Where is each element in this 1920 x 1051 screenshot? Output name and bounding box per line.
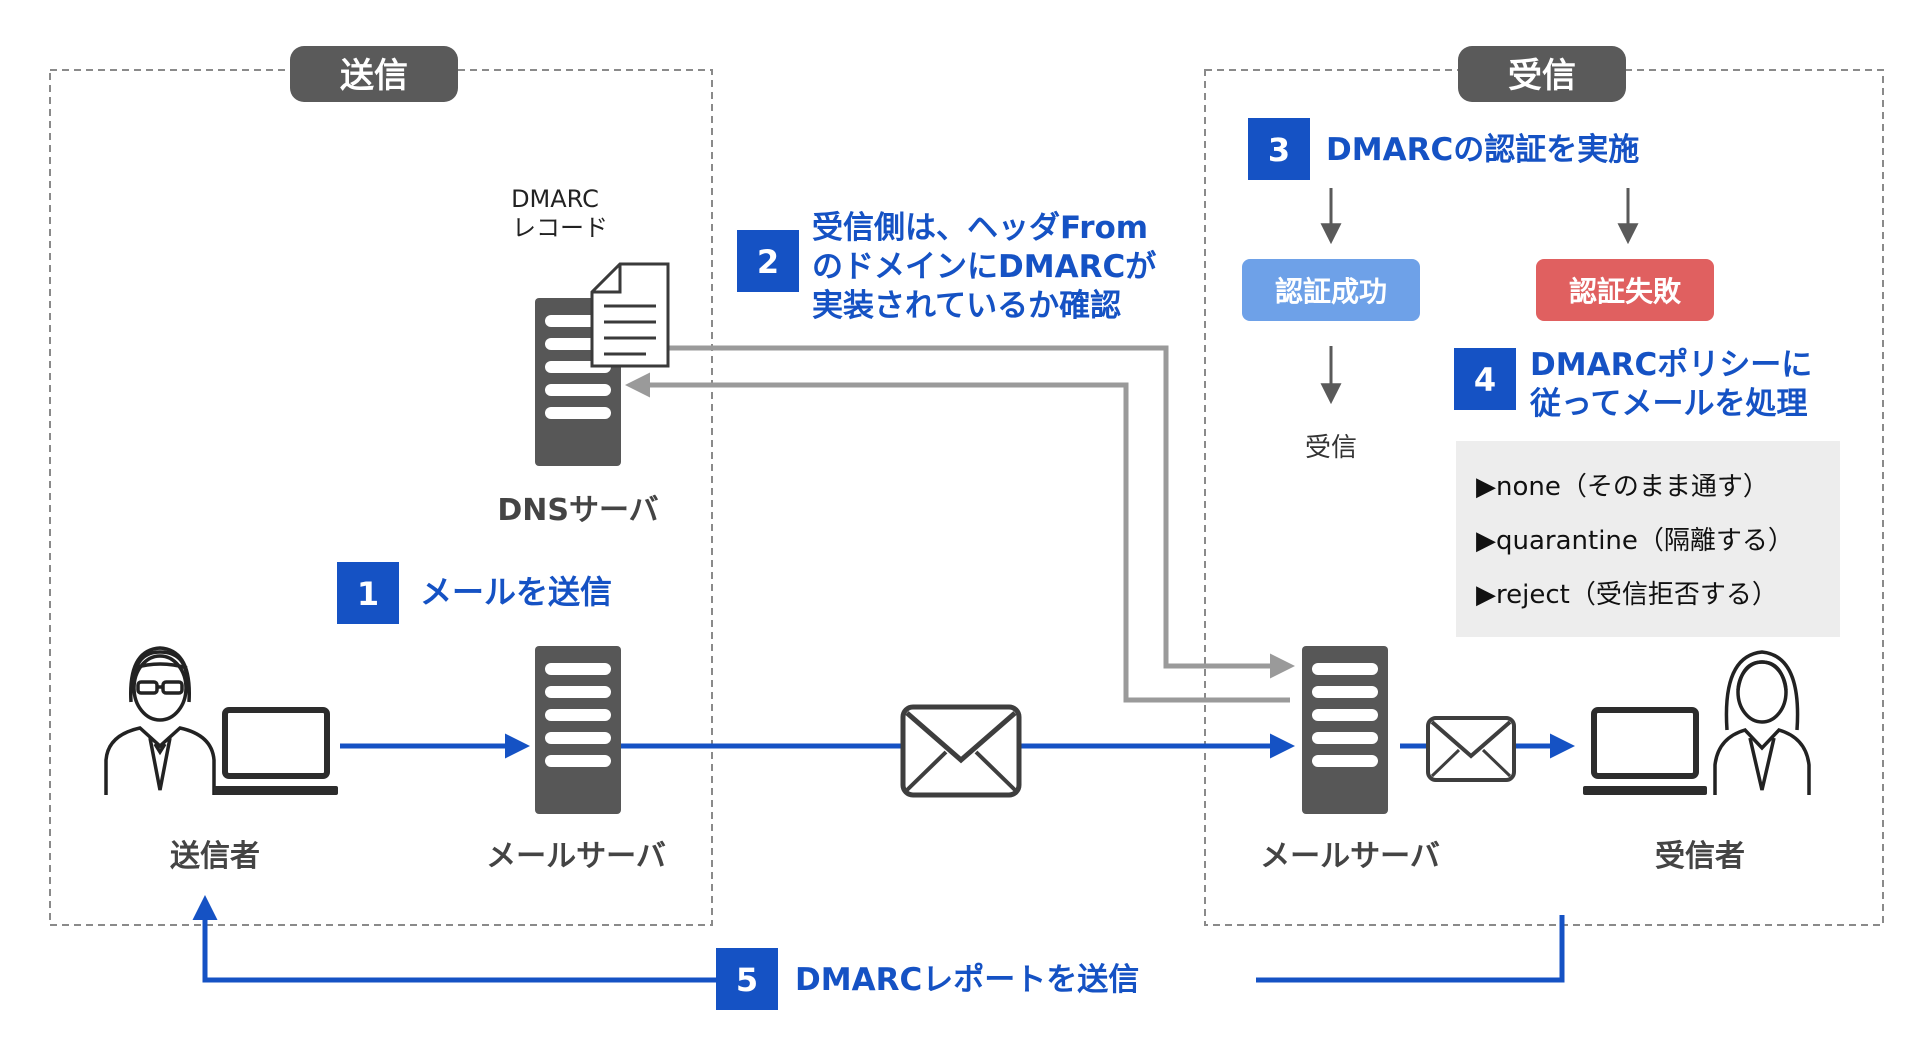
receiver-person-icon [1713, 650, 1811, 795]
step2-badge [737, 230, 799, 292]
sender-laptop-icon [214, 707, 338, 795]
step2-line1: 受信側は、ヘッダFrom [812, 210, 1148, 246]
report-arrow-left [192, 895, 720, 983]
step5-num: 5 [736, 961, 758, 999]
auth-success-box [1242, 259, 1420, 321]
send-title: 送信 [340, 56, 408, 96]
received-label: 受信 [1305, 433, 1357, 463]
step1-badge [337, 562, 399, 624]
send-tab [290, 46, 458, 102]
receiver-laptop-icon [1583, 707, 1707, 795]
send-mail-server-icon [535, 646, 621, 814]
step1-text: メールを送信 [420, 573, 612, 611]
step4-badge [1454, 348, 1516, 410]
step3-num: 3 [1268, 131, 1290, 169]
dns-response-arrow [625, 372, 1290, 703]
envelope-icon-large [900, 704, 1022, 798]
report-arrow-right [1256, 915, 1565, 983]
auth-fail-box [1536, 259, 1714, 321]
document-icon [590, 262, 670, 368]
recv-title: 受信 [1508, 56, 1576, 96]
policy-quarantine: ▶quarantine（隔離する） [1476, 526, 1794, 556]
recv-mail-server-icon [1302, 646, 1388, 814]
send-mail-server-label: メールサーバ [486, 839, 666, 874]
dns-query-arrow [668, 345, 1295, 679]
envelope-icon-small [1426, 716, 1516, 782]
dmarc-record-label-1: DMARC [511, 185, 599, 213]
auth-success-label: 認証成功 [1275, 275, 1387, 308]
receiver-label: 受信者 [1655, 839, 1745, 874]
policy-box [1456, 441, 1840, 637]
step1-num: 1 [357, 575, 379, 613]
sender-person-icon [104, 646, 216, 795]
step2-num: 2 [757, 243, 779, 281]
dmarc-record-label-2: レコード [512, 214, 608, 242]
step5-badge [716, 948, 778, 1010]
step4-line1: DMARCポリシーに [1530, 347, 1812, 383]
step4-line2: 従ってメールを処理 [1529, 386, 1807, 422]
policy-none: ▶none（そのまま通す） [1476, 472, 1769, 502]
sender-label: 送信者 [170, 839, 260, 874]
auth-fail-label: 認証失敗 [1569, 275, 1682, 308]
step5-text: DMARCレポートを送信 [795, 962, 1139, 998]
recv-tab [1458, 46, 1626, 102]
dns-server-label: DNSサーバ [497, 493, 658, 528]
step3-text: DMARCの認証を実施 [1326, 132, 1639, 168]
recv-mail-server-label: メールサーバ [1260, 839, 1440, 874]
step2-line2: のドメインにDMARCが [812, 249, 1156, 285]
step2-line3: 実装されているか確認 [812, 288, 1121, 324]
policy-reject: ▶reject（受信拒否する） [1476, 580, 1778, 610]
step3-badge [1248, 118, 1310, 180]
step4-num: 4 [1474, 361, 1496, 399]
